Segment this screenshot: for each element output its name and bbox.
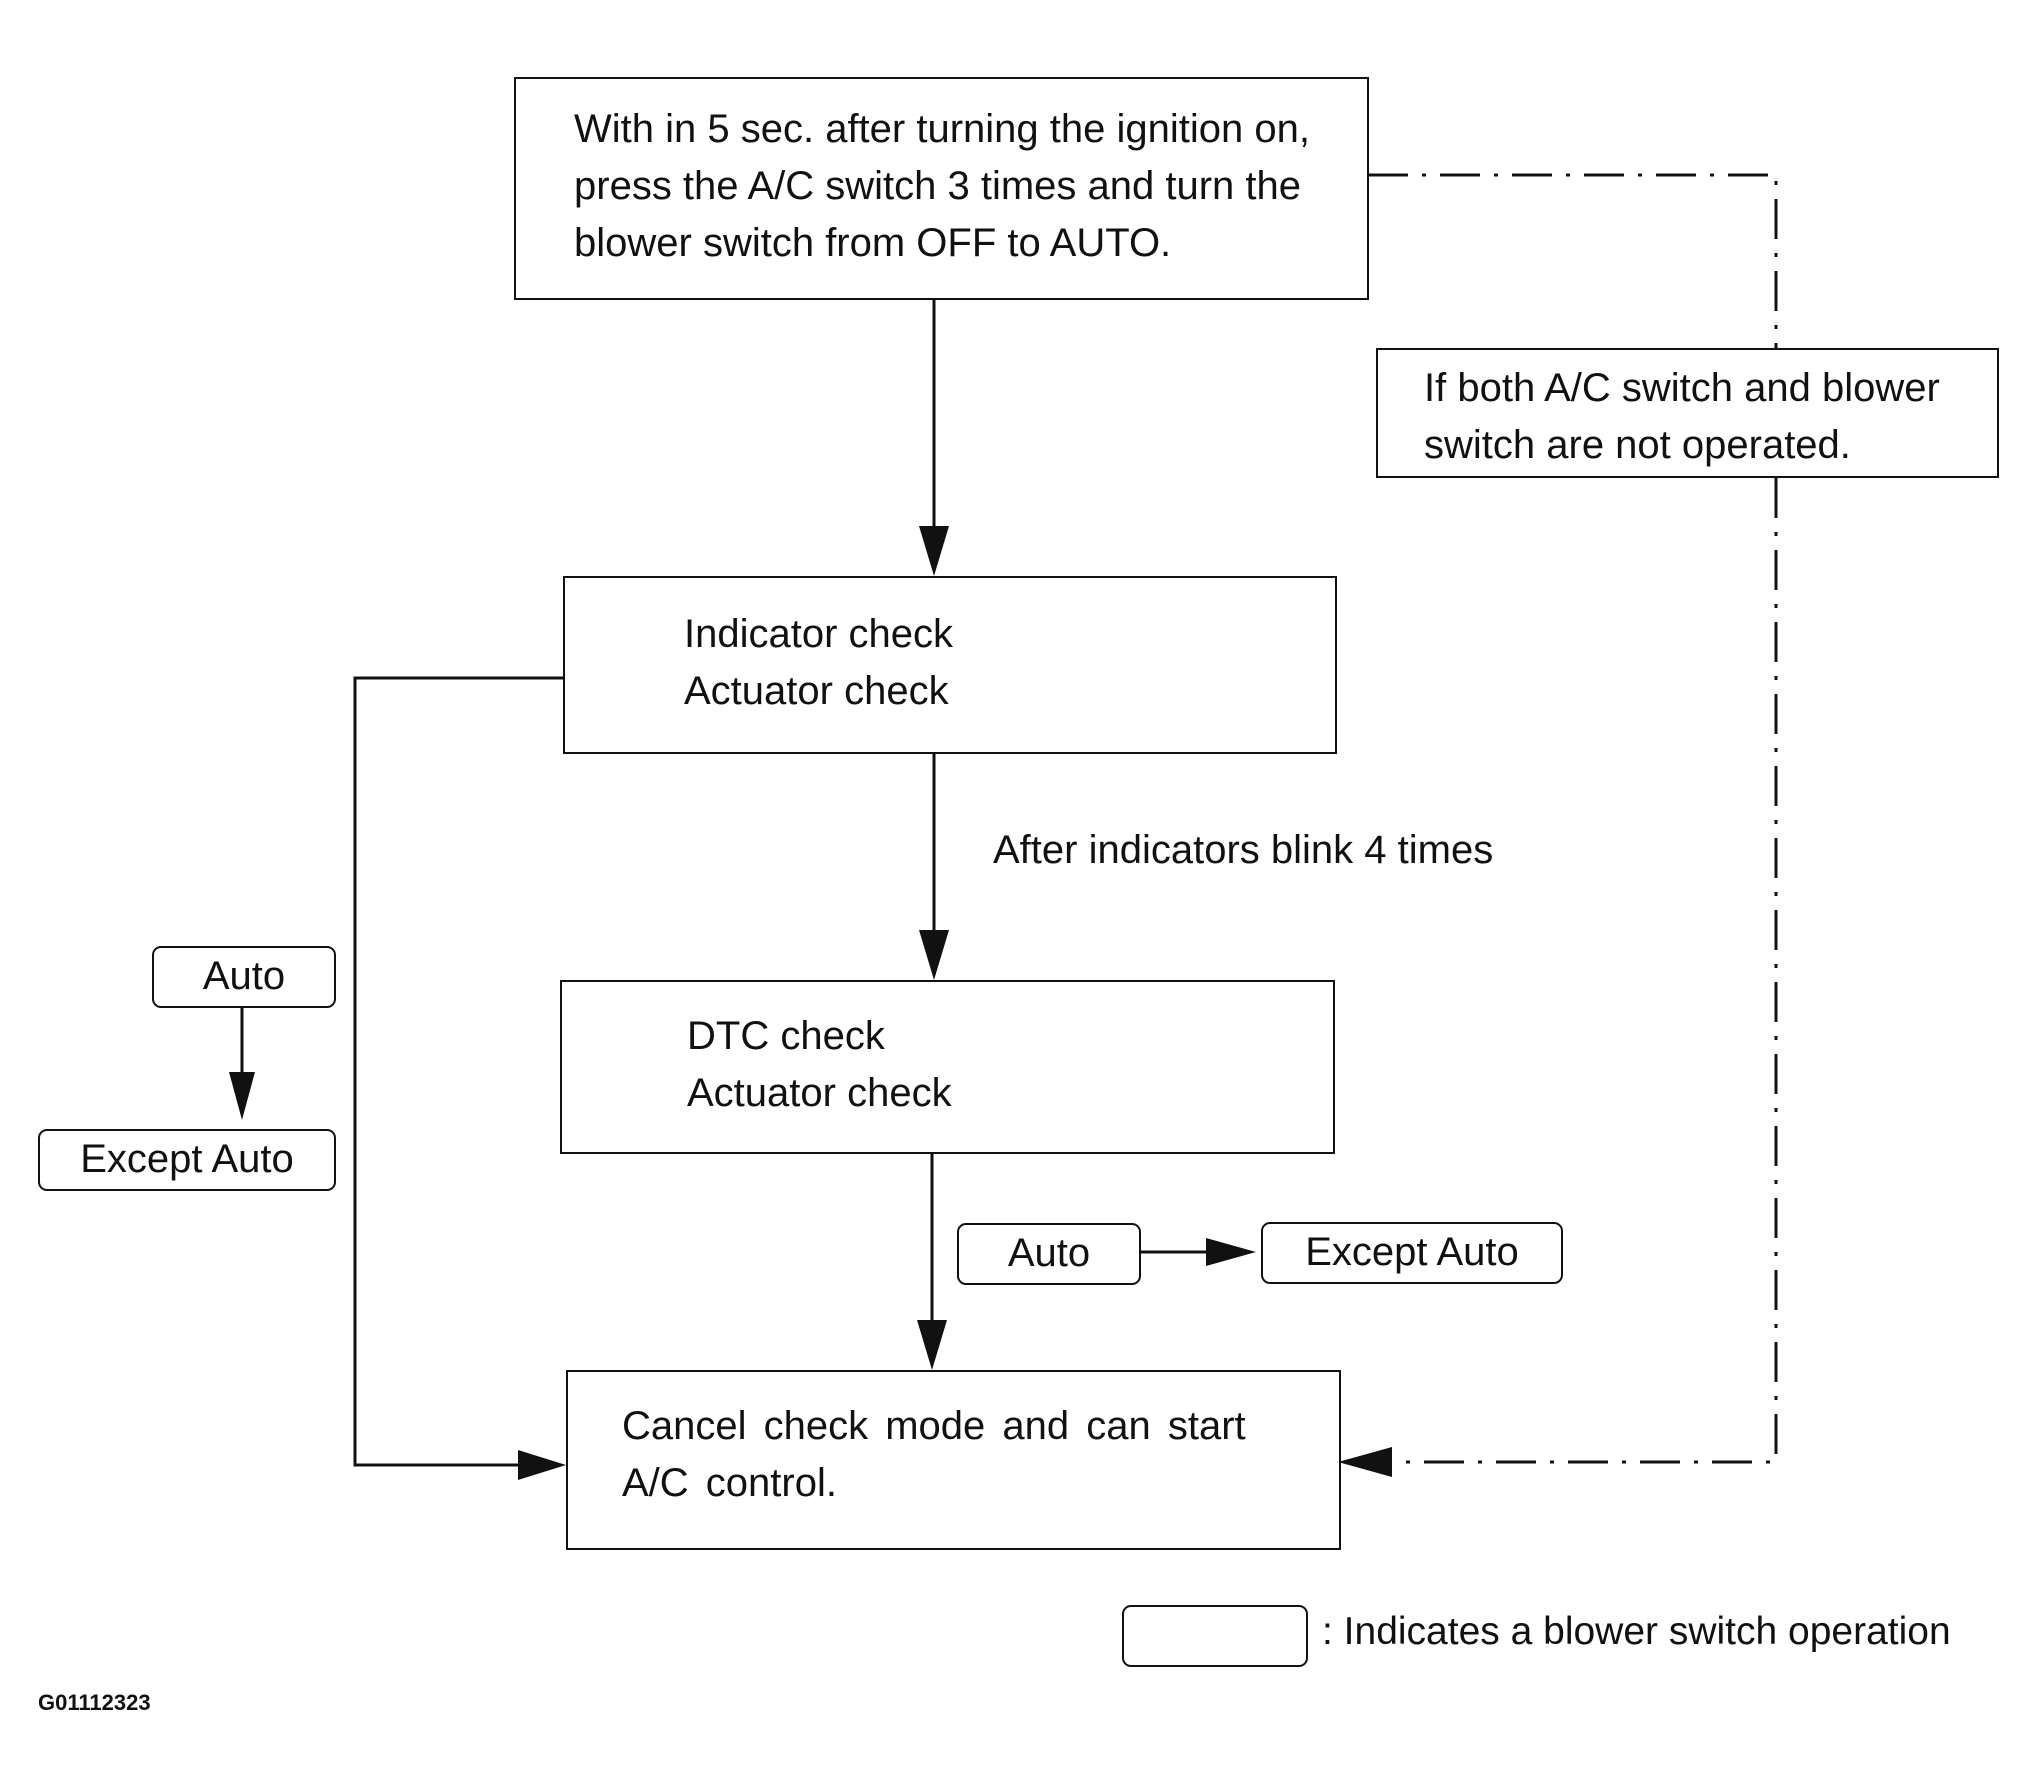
- condition-line-2: switch are not operated.: [1424, 423, 1851, 467]
- indicator-check-box: Indicator check Actuator check: [563, 576, 1337, 754]
- arrowhead-dtc: [919, 930, 949, 980]
- condition-line-1: If both A/C switch and blower: [1424, 366, 1940, 410]
- middle-switch-except-auto: Except Auto: [1261, 1222, 1563, 1284]
- dtc-line-1: DTC check: [687, 1014, 885, 1058]
- blink-condition-label: After indicators blink 4 times: [993, 828, 1494, 872]
- no-operation-condition-box: If both A/C switch and blower switch are…: [1376, 348, 1999, 478]
- arrowhead-cancel-left: [518, 1450, 566, 1480]
- indicator-line-2: Actuator check: [684, 669, 949, 713]
- arrowhead-cancel-top: [917, 1320, 947, 1370]
- legend-symbol: [1122, 1605, 1308, 1667]
- indicator-line-1: Indicator check: [684, 612, 954, 656]
- dtc-check-box: DTC check Actuator check: [560, 980, 1335, 1154]
- left-switch-auto: Auto: [152, 946, 336, 1008]
- start-line-1: With in 5 sec. after turning the ignitio…: [574, 107, 1310, 151]
- start-instruction-box: With in 5 sec. after turning the ignitio…: [514, 77, 1369, 300]
- bypass-dashdot-bottom: [1388, 478, 1778, 1464]
- bypass-dashdot-top: [1368, 173, 1778, 348]
- dtc-line-2: Actuator check: [687, 1071, 952, 1115]
- cancel-line-1: Cancel check mode and can start: [622, 1404, 1246, 1448]
- start-line-2: press the A/C switch 3 times and turn th…: [574, 164, 1302, 208]
- legend-text: : Indicates a blower switch operation: [1322, 1610, 1951, 1653]
- left-switch-except-auto: Except Auto: [38, 1129, 336, 1191]
- start-line-3: blower switch from OFF to AUTO.: [574, 221, 1172, 265]
- figure-code: G01112323: [38, 1690, 151, 1715]
- arrowhead-indicator: [919, 526, 949, 576]
- arrowhead-middle-switch: [1206, 1238, 1256, 1266]
- cancel-check-mode-box: Cancel check mode and can start A/C cont…: [566, 1370, 1341, 1550]
- arrowhead-cancel-right: [1338, 1447, 1392, 1477]
- cancel-line-2: A/C control.: [622, 1461, 837, 1505]
- arrowhead-left-switch: [229, 1072, 255, 1120]
- middle-switch-auto: Auto: [957, 1223, 1141, 1285]
- left-loop-line: [353, 676, 563, 1467]
